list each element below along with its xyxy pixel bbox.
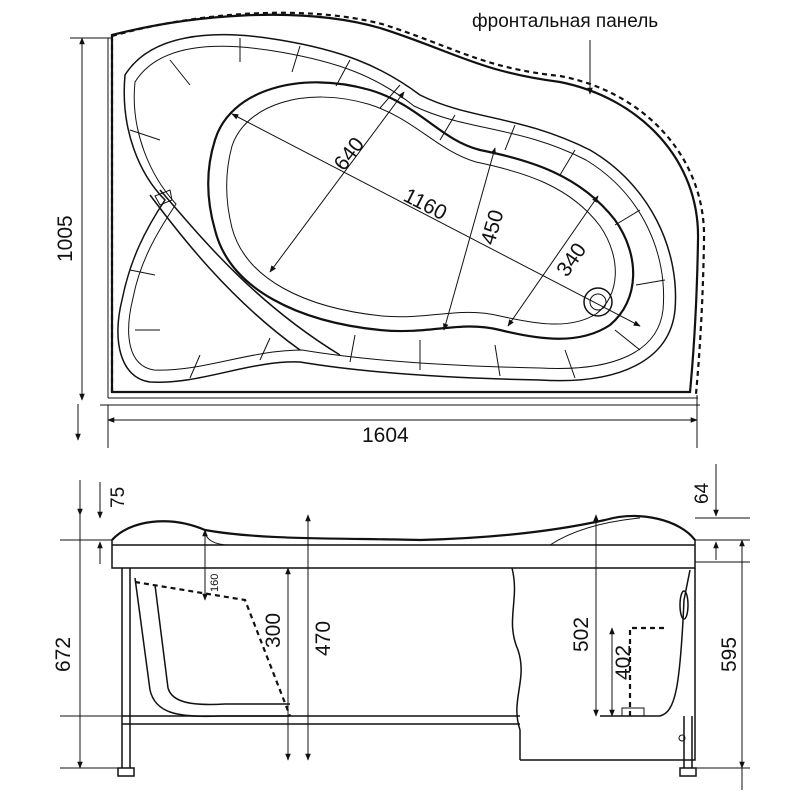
side-rim-profile <box>111 514 696 542</box>
tub-outer-rim <box>110 13 700 394</box>
front-panel-outline <box>111 11 706 395</box>
seat-160-label: 160 <box>209 574 221 592</box>
inner-width-640-label: 640 <box>330 133 369 175</box>
depth-470-label: 470 <box>312 621 335 656</box>
total-height-672-label: 672 <box>52 637 75 672</box>
drain-402-label: 402 <box>612 645 635 680</box>
tub-inner-rim <box>117 33 677 383</box>
rim-75-label: 75 <box>108 487 129 508</box>
drain-outlet-icon <box>621 707 645 717</box>
seat-profile-dashed <box>134 580 292 717</box>
side-view <box>60 464 750 790</box>
depth-1005-label: 1005 <box>54 215 77 262</box>
width-1604-label: 1604 <box>362 424 409 447</box>
depth-502-label: 502 <box>570 617 593 652</box>
inner-length-1160-label: 1160 <box>400 184 451 225</box>
seat-300-label: 300 <box>262 613 285 648</box>
dim-640-line <box>269 91 405 273</box>
front-panel-label: фронтальная панель <box>472 11 658 32</box>
dim-450-line <box>443 147 496 331</box>
inner-width-450-label: 450 <box>477 207 509 247</box>
panel-595-label: 595 <box>718 637 741 672</box>
side-panel-cut <box>511 567 522 760</box>
dim-340-line <box>507 195 599 327</box>
inner-width-340-label: 340 <box>552 239 591 281</box>
rim-64-label: 64 <box>692 482 713 504</box>
top-view <box>70 11 706 448</box>
